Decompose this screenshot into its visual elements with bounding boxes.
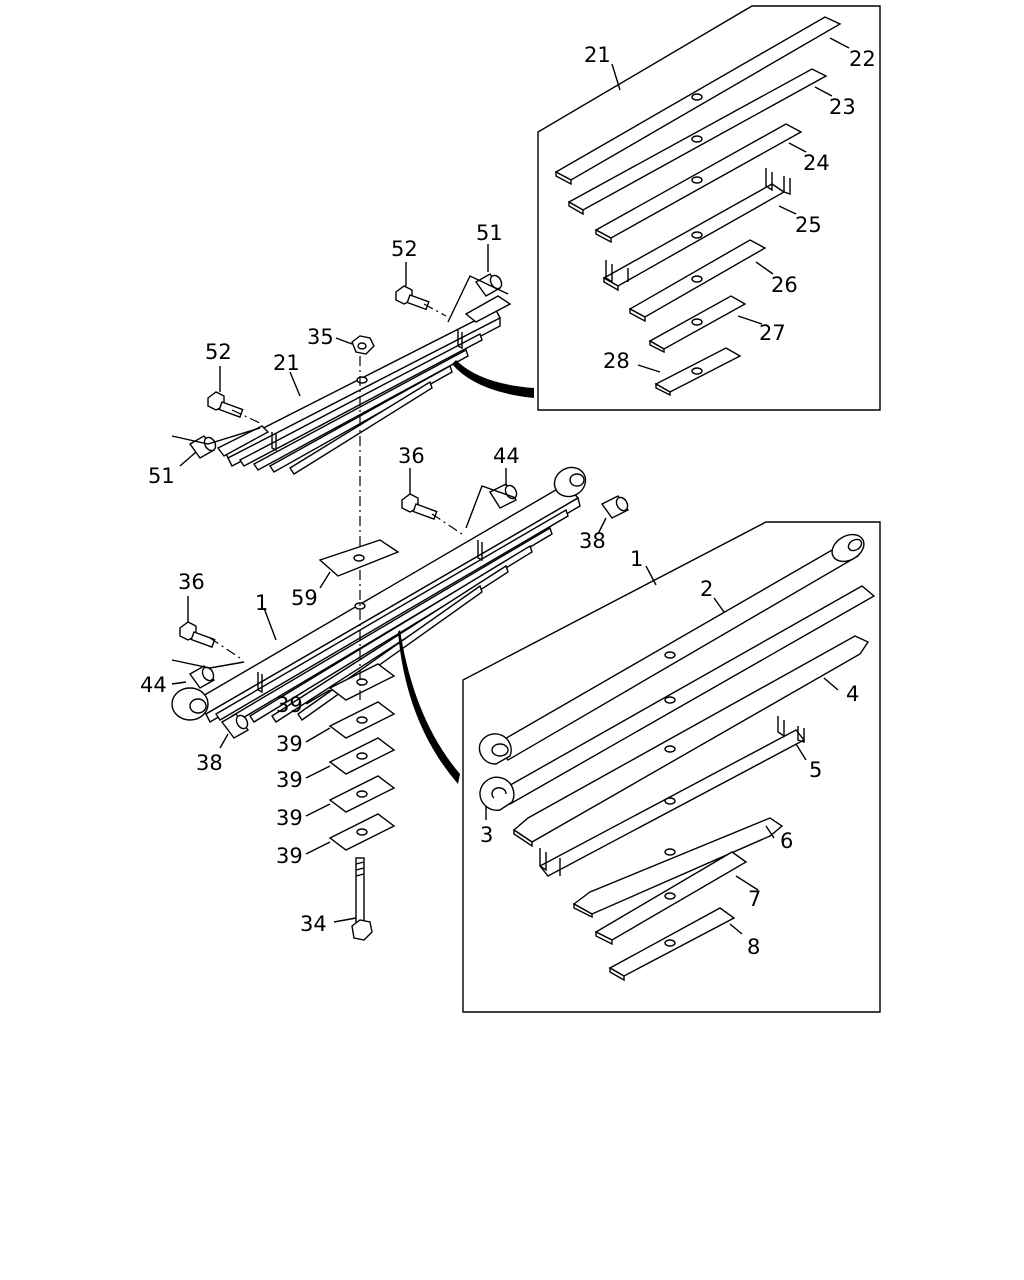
callout-1-box: 1 (630, 547, 643, 571)
callout-28: 28 (603, 349, 630, 373)
callout-51-left: 51 (148, 464, 175, 488)
callout-52-left: 52 (205, 340, 232, 364)
callout-39-e: 39 (276, 844, 303, 868)
leaf-7 (594, 851, 748, 946)
bushing-44-top (488, 483, 518, 509)
callout-7: 7 (748, 887, 761, 911)
leaf-24 (594, 123, 803, 244)
callout-2: 2 (700, 577, 713, 601)
lower-detail-box (462, 521, 881, 1013)
callout-5: 5 (809, 758, 822, 782)
callout-25: 25 (795, 213, 822, 237)
leaf-28 (654, 347, 742, 397)
shim-39-e (328, 813, 396, 851)
callout-38-right: 38 (579, 529, 606, 553)
upper-detail-box (537, 5, 881, 411)
main-spring-assembly (171, 466, 587, 784)
bolt-52-left (207, 391, 244, 418)
callout-52-top: 52 (391, 237, 418, 261)
center-bolt-34 (351, 857, 373, 941)
shim-39-a (328, 663, 396, 701)
bushing-51-left (188, 435, 217, 459)
callout-27: 27 (759, 321, 786, 345)
callout-1-main: 1 (255, 591, 268, 615)
callout-39-a: 39 (276, 693, 303, 717)
callout-21-main: 21 (273, 351, 300, 375)
leaf-25 (602, 168, 791, 292)
callout-6: 6 (780, 829, 793, 853)
callout-4: 4 (846, 682, 859, 706)
callout-26: 26 (771, 273, 798, 297)
plate-59 (318, 539, 400, 577)
bushing-38-left (220, 713, 250, 739)
helper-spring-assembly (216, 295, 534, 475)
shim-39-c (328, 737, 396, 775)
callout-24: 24 (803, 151, 830, 175)
callout-44-left: 44 (140, 673, 167, 697)
callout-39-c: 39 (276, 768, 303, 792)
bushing-44-left (188, 665, 216, 689)
shim-39-d (328, 775, 396, 813)
callout-36-mid: 36 (398, 444, 425, 468)
bolt-36-mid (401, 493, 438, 520)
bushing-38-right (600, 495, 630, 519)
callout-34: 34 (300, 912, 327, 936)
leaf-23 (567, 68, 828, 216)
shim-39-b (328, 701, 396, 739)
callout-38-left: 38 (196, 751, 223, 775)
callout-21-box: 21 (584, 43, 611, 67)
leaf-5 (538, 716, 806, 877)
bolt-36-left (179, 621, 216, 648)
nut-35 (351, 335, 375, 355)
callout-8: 8 (747, 935, 760, 959)
callout-23: 23 (829, 95, 856, 119)
leaf-27 (648, 295, 747, 354)
callout-22: 22 (849, 47, 876, 71)
leaf-22 (554, 16, 842, 186)
callout-36-left: 36 (178, 570, 205, 594)
bolt-52-top (395, 285, 430, 311)
leaf-6 (572, 817, 784, 919)
callout-51-top: 51 (476, 221, 503, 245)
leaf-1 (478, 533, 865, 765)
leaf-2 (479, 585, 876, 811)
callout-35: 35 (307, 325, 334, 349)
callout-3: 3 (480, 823, 493, 847)
leaf-8 (608, 907, 736, 982)
leaf-26 (628, 239, 767, 323)
callout-44-top: 44 (493, 444, 520, 468)
leaf-4 (512, 635, 870, 848)
callout-39-b: 39 (276, 732, 303, 756)
callout-39-d: 39 (276, 806, 303, 830)
callout-59: 59 (291, 586, 318, 610)
